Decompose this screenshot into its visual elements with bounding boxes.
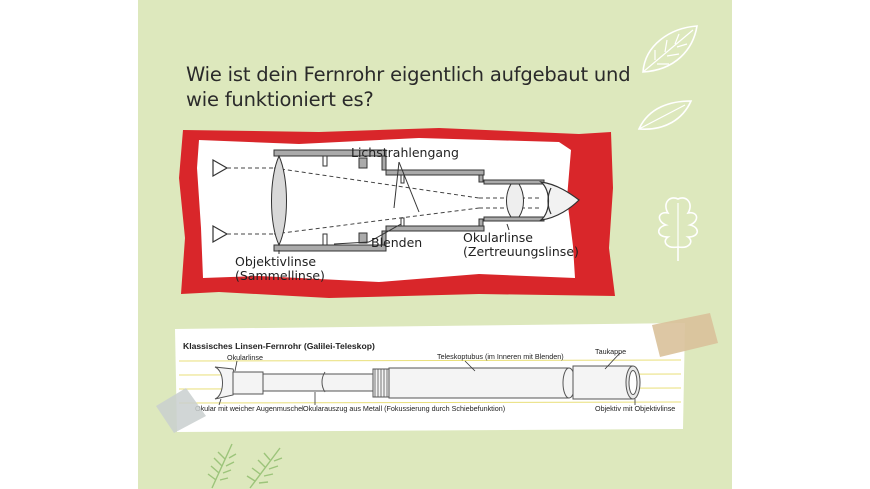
leaf-icon [642, 25, 698, 73]
question-line-1: Wie ist dein Fernrohr eigentlich aufgeba… [186, 63, 631, 86]
masking-tape [652, 313, 718, 357]
label-leader-lines [278, 161, 510, 254]
arrow-icon [212, 224, 229, 244]
telescope-card-drawing [175, 323, 685, 432]
telescope-tube-walls [273, 149, 545, 252]
label-okularauszug: Okularauszug aus Metall (Fokussierung du… [303, 404, 506, 413]
illustration-page: Wie ist dein Fernrohr eigentlich aufgeba… [138, 0, 732, 489]
label-lichtstrahlengang: Lichstrahlengang [351, 145, 459, 160]
objective-lens-shape [271, 154, 287, 247]
label-zertreuungslinse: (Zertreuungslinse) [463, 244, 579, 259]
telescope-card: Klassisches Linsen-Fernrohr (Galilei-Tel… [175, 323, 685, 432]
label-teleskoptubus: Teleskoptubus (im Inneren mit Blenden) [437, 352, 564, 361]
leaf-icon [637, 100, 693, 130]
oak-leaf-icon [657, 197, 699, 261]
question-line-2: wie funktioniert es? [186, 88, 374, 111]
card-leader-lines [218, 352, 636, 406]
label-okular: Okular mit weicher Augenmuschel [195, 404, 304, 413]
fern-icon [207, 443, 283, 489]
clear-tape [156, 388, 206, 433]
label-okularlinse: Okularlinse [463, 230, 533, 245]
label-sammellinse: (Sammellinse) [235, 268, 325, 283]
blenden-baffles [322, 155, 405, 246]
label-objektivlinse: Objektivlinse [235, 254, 317, 269]
label-blenden: Blenden [371, 235, 423, 250]
question-heading: Wie ist dein Fernrohr eigentlich aufgeba… [186, 62, 631, 112]
optics-diagram-drawing [179, 128, 615, 298]
label-taukappe: Taukappe [595, 347, 627, 356]
arrow-icon [212, 158, 229, 178]
label-objektiv: Objektiv mit Objektivlinse [595, 404, 676, 413]
eyepiece-lens-shape [506, 183, 524, 218]
label-okularlinse-small: Okularlinse [227, 353, 263, 362]
eye-icon [538, 181, 580, 221]
optics-diagram: Lichstrahlengang Blenden Objektivlinse (… [179, 128, 615, 298]
card-title: Klassisches Linsen-Fernrohr (Galilei-Tel… [183, 341, 375, 351]
galilei-telescope-drawing [214, 365, 641, 400]
